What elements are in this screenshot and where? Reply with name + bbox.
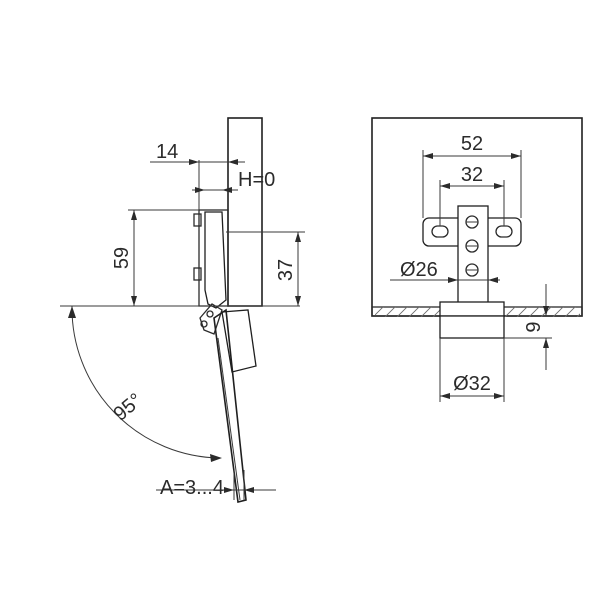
plate-width-label: 52: [461, 133, 483, 155]
hinge-pivot-upper: [206, 310, 214, 318]
cup-diameter-label: Ø32: [453, 373, 491, 395]
hinge-height-label: 59: [111, 247, 133, 269]
gap-arrow-right: [244, 487, 254, 493]
gap-arrow-left: [224, 487, 234, 493]
cup-flange: [439, 301, 505, 317]
plate-width-arrow-right: [511, 153, 521, 159]
overlay-label: 14: [156, 141, 178, 163]
opening-angle-label: 95°: [109, 389, 146, 425]
cup-diameter-arrow-left: [440, 393, 450, 399]
opening-angle-arc: [71, 305, 221, 459]
side-view: 14 H=0 59 37 95° A=3...4: [60, 117, 305, 503]
screw-diameter-arrow-right: [488, 277, 498, 283]
hinge-knuckle: [199, 303, 223, 335]
plate-screw-top: [193, 213, 202, 227]
screw-spacing-label: 32: [461, 164, 483, 186]
height-zero-label: H=0: [238, 169, 275, 191]
gap-label: A=3...4: [160, 477, 224, 499]
hinge-arm-front: [457, 205, 489, 307]
door-panel-open: [213, 308, 247, 503]
screw-diameter-label: Ø26: [400, 259, 438, 281]
plate-width-arrow-left: [423, 153, 433, 159]
overlay-arrow-left: [189, 159, 199, 165]
cabinet-side-panel: [227, 117, 263, 307]
cup-offset-arrow-top: [295, 232, 301, 242]
cup-offset-arrow-bottom: [295, 296, 301, 306]
height-zero-arrow-left: [195, 187, 205, 193]
cup-depth-arrow-bottom: [543, 338, 549, 348]
screw-spacing-arrow-right: [494, 183, 504, 189]
hinge-pivot-lower: [200, 320, 208, 328]
screw-diameter-arrow-left: [448, 277, 458, 283]
front-view: 52 32 Ø26 9 Ø32: [371, 117, 583, 402]
opening-angle-arrow-start: [68, 306, 76, 318]
cup-diameter-arrow-right: [494, 393, 504, 399]
hinge-height-arrow-top: [131, 210, 137, 220]
screw-spacing-arrow-left: [440, 183, 450, 189]
hinge-arm: [204, 211, 227, 309]
cup-depth-arrow-top: [543, 306, 549, 316]
plate-screw-bottom: [193, 267, 202, 281]
cup-depth-label: 9: [523, 321, 545, 332]
hinge-height-arrow-bottom: [131, 296, 137, 306]
door-edge-line: [217, 337, 241, 501]
opening-angle-arrow-end: [210, 454, 222, 462]
cup-offset-label: 37: [275, 259, 297, 281]
hinge-cup: [439, 315, 505, 339]
height-zero-arrow-right: [222, 187, 232, 193]
overlay-arrow-right: [228, 159, 238, 165]
